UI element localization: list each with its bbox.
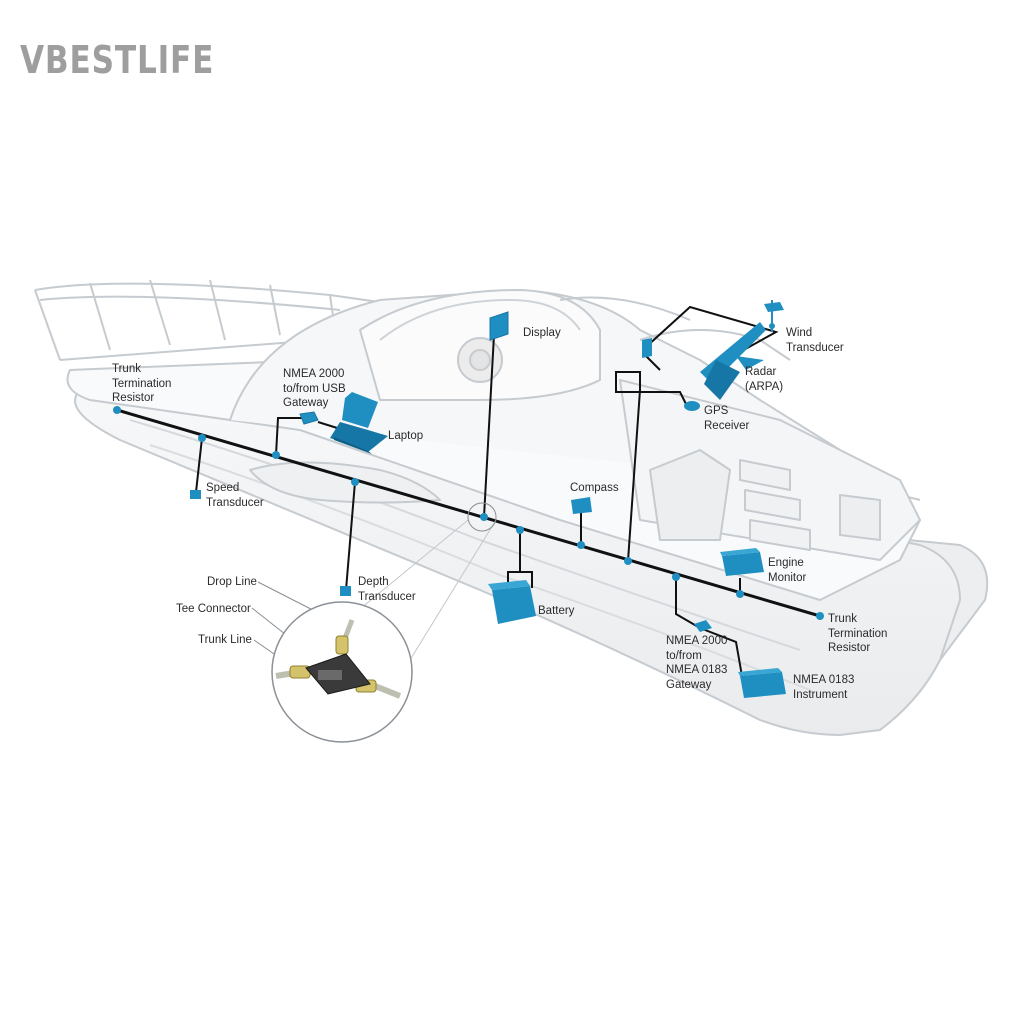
laptop-icon <box>330 392 388 454</box>
drop-radar <box>615 371 689 562</box>
drop-battery <box>507 530 533 588</box>
battery-icon <box>488 580 536 624</box>
label-trunk-line: Trunk Line <box>198 634 252 646</box>
label-trunk-resistor-right: Trunk Termination Resistor <box>828 613 888 654</box>
label-speed-transducer: Speed Transducer <box>206 482 264 509</box>
antenna-unit-icon <box>642 338 652 358</box>
magnify-focus-circle <box>467 502 497 532</box>
usb-gateway-icon <box>299 411 319 425</box>
magnifier-inset <box>271 601 413 743</box>
tee-connector-nodes <box>113 406 824 620</box>
engine-monitor-icon <box>720 548 764 576</box>
label-compass: Compass <box>570 482 619 494</box>
devices <box>190 300 786 698</box>
label-battery: Battery <box>538 605 575 617</box>
label-engine-monitor: Engine Monitor <box>768 557 807 584</box>
drop-depth <box>345 481 356 591</box>
label-nmea0183-instrument: NMEA 0183 Instrument <box>793 674 855 701</box>
bow-rail <box>34 282 401 306</box>
label-display: Display <box>523 327 561 339</box>
drop-display <box>483 334 495 518</box>
nmea0183-gateway-icon <box>694 620 712 632</box>
label-usb-gateway: NMEA 2000 to/from USB Gateway <box>283 368 346 409</box>
compass-icon <box>571 497 592 514</box>
label-radar: Radar (ARPA) <box>745 366 784 393</box>
label-gps: GPS Receiver <box>704 405 750 432</box>
drop-speed <box>195 437 203 493</box>
gps-receiver-icon <box>684 401 700 411</box>
label-laptop: Laptop <box>388 430 424 442</box>
wind-transducer-icon <box>764 300 784 332</box>
nmea0183-instrument-icon <box>738 668 786 698</box>
label-trunk-resistor-left: Trunk Termination Resistor <box>112 363 172 404</box>
label-tee-connector: Tee Connector <box>176 603 251 615</box>
boat-illustration <box>34 279 989 736</box>
depth-transducer-icon <box>340 586 351 596</box>
speed-transducer-icon <box>190 490 201 499</box>
radar-icon <box>700 322 766 400</box>
label-drop-line: Drop Line <box>207 576 257 588</box>
brand-watermark: VBESTLIFE <box>20 38 215 82</box>
drop-usb-gateway <box>275 417 306 456</box>
display-icon <box>489 311 509 341</box>
label-wind-transducer: Wind Transducer <box>786 327 844 354</box>
label-nmea0183-gateway: NMEA 2000 to/from NMEA 0183 Gateway <box>666 635 728 691</box>
label-depth-transducer: Depth Transducer <box>358 576 416 603</box>
